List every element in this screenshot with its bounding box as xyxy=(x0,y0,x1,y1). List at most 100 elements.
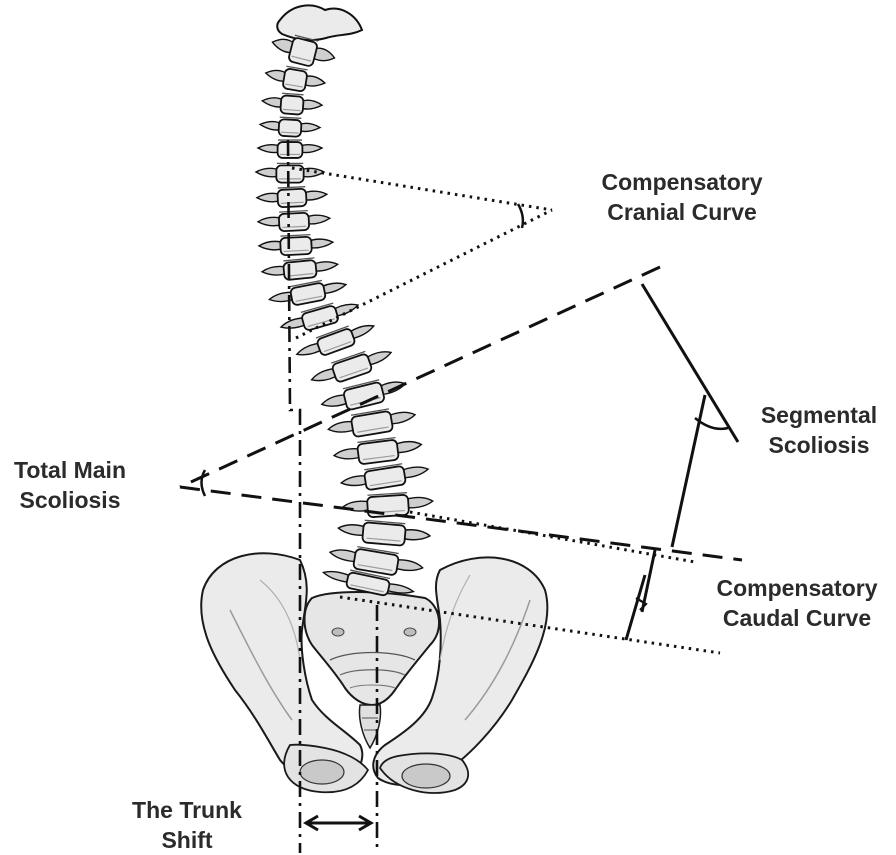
vertebral-body xyxy=(282,68,308,92)
vertebral-body xyxy=(356,439,400,465)
vertebra xyxy=(260,92,324,116)
intervertebral-disc xyxy=(294,34,319,42)
vertebra-shading xyxy=(285,83,304,88)
vertebra xyxy=(279,302,360,331)
label-compensatory-caudal-curve: Compensatory Caudal Curve xyxy=(698,573,896,633)
cranial-curve-upper-line xyxy=(291,166,553,212)
vertebra-shading xyxy=(280,131,299,134)
vertebra-shading xyxy=(366,537,401,542)
vertebra-shading xyxy=(350,584,384,593)
vertebra xyxy=(271,34,336,67)
vertebral-body xyxy=(331,353,373,383)
coccyx xyxy=(358,704,382,750)
label-line: Caudal Curve xyxy=(722,605,872,631)
vertebra-shading xyxy=(282,225,307,229)
vertebral-body xyxy=(279,94,305,116)
segmental-upper-line xyxy=(640,283,740,443)
intervertebral-disc xyxy=(315,325,349,339)
vertebral-body xyxy=(279,235,313,257)
vertebral-body xyxy=(366,494,410,518)
intervertebral-disc xyxy=(364,463,403,471)
vertebral-body xyxy=(345,571,391,597)
intervertebral-disc xyxy=(364,519,406,525)
vertebral-body xyxy=(363,465,407,491)
spine-illustration xyxy=(254,4,435,597)
vertebral-body xyxy=(301,305,339,331)
vertebra xyxy=(267,279,348,306)
vertebra xyxy=(341,492,435,518)
vertebral-body xyxy=(276,188,308,208)
label-line: Compensatory xyxy=(601,169,763,195)
vertebral-body xyxy=(316,328,356,356)
vertebra-shading xyxy=(291,55,312,62)
vertebra xyxy=(264,65,327,92)
vertebra-shading xyxy=(369,480,402,487)
label-line: Total Main xyxy=(13,457,126,483)
caudal-angle-mark xyxy=(635,597,648,611)
vertebra xyxy=(327,408,417,438)
vertebral-body xyxy=(282,259,318,281)
vertebral-body xyxy=(275,164,305,184)
label-line: Cranial Curve xyxy=(607,199,757,225)
cranial-curve-lower-line xyxy=(295,208,553,340)
intervertebral-disc xyxy=(367,492,408,496)
vertebra-shading xyxy=(339,367,369,379)
vertebra xyxy=(332,436,423,465)
vertebra xyxy=(254,162,326,184)
vertebral-body xyxy=(288,37,318,67)
vertebra xyxy=(256,210,332,233)
vertebra xyxy=(310,350,393,383)
vertebra-shading xyxy=(357,426,389,433)
vertebral-body xyxy=(278,211,310,233)
measurement-lines xyxy=(179,139,743,853)
sacrum xyxy=(303,591,440,707)
c7-plumb-line xyxy=(286,139,302,853)
intervertebral-disc xyxy=(277,186,306,189)
label-line: The Trunk xyxy=(132,797,242,823)
intervertebral-disc xyxy=(349,569,391,580)
vertebra xyxy=(328,545,424,576)
pelvis-illustration xyxy=(200,552,549,794)
vertebra xyxy=(256,139,324,159)
segmental-lower-line xyxy=(670,394,707,548)
intervertebral-disc xyxy=(280,233,311,237)
vertebra-shading xyxy=(362,454,395,461)
vertebral-body xyxy=(352,548,400,576)
intervertebral-disc xyxy=(357,545,399,555)
label-compensatory-cranial-curve: Compensatory Cranial Curve xyxy=(578,167,786,227)
vertebral-body xyxy=(289,282,327,306)
vertebral-body xyxy=(276,141,304,159)
vertebra xyxy=(255,186,329,208)
vertebra xyxy=(320,379,407,411)
vertebra-shading xyxy=(287,272,314,277)
trunk-shift-arrowhead-left xyxy=(303,814,319,832)
vertebra-shading xyxy=(357,564,393,572)
label-segmental-scoliosis: Segmental Scoliosis xyxy=(742,400,896,460)
intervertebral-disc xyxy=(279,210,308,213)
intervertebral-disc xyxy=(342,379,380,390)
label-trunk-shift: The Trunk Shift xyxy=(112,795,262,855)
main-scoliosis-angle-arc xyxy=(200,469,207,497)
trunk-shift-arrowhead-right xyxy=(358,814,374,832)
cranial-curve-angle-arc xyxy=(516,203,525,229)
vertebra-shading xyxy=(295,295,323,302)
label-line: Scoliosis xyxy=(19,487,121,513)
intervertebral-disc xyxy=(357,436,396,444)
vertebral-body xyxy=(343,381,385,411)
label-line: Scoliosis xyxy=(768,432,870,458)
intervertebral-disc xyxy=(331,350,366,364)
vertebral-body xyxy=(350,410,394,438)
intervertebral-disc xyxy=(286,65,308,71)
atlas-vertebra xyxy=(276,4,364,42)
vertebral-body xyxy=(277,118,303,138)
vertebra xyxy=(295,324,376,356)
label-line: Compensatory xyxy=(716,575,878,601)
intervertebral-disc xyxy=(289,279,322,288)
intervertebral-disc xyxy=(350,408,390,416)
vertebra xyxy=(337,519,432,547)
vertebra xyxy=(258,116,322,138)
vertebra-shading xyxy=(280,201,304,205)
vertebral-body xyxy=(361,521,407,547)
intervertebral-disc xyxy=(283,257,315,262)
